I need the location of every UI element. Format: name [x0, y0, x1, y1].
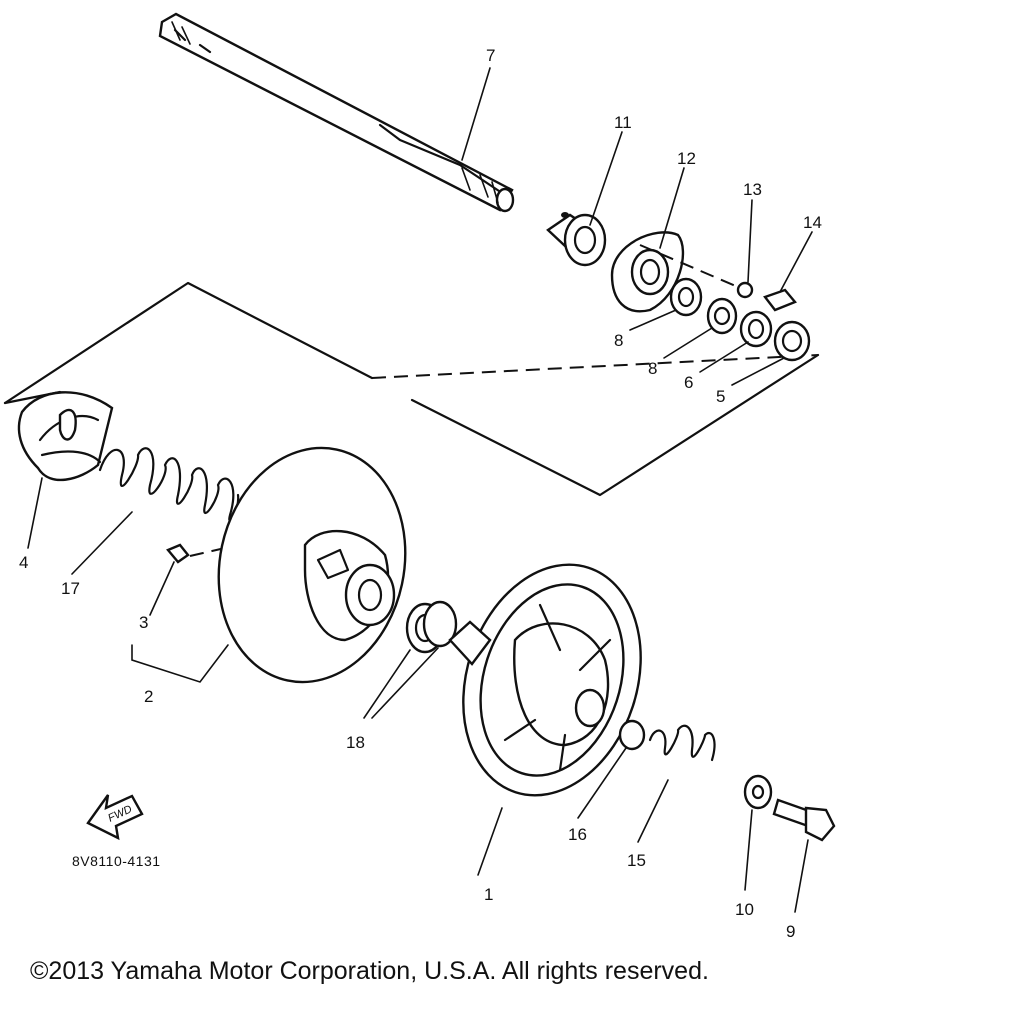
callout-8a: 8: [614, 331, 623, 350]
callout-15: 15: [627, 851, 646, 870]
plate-part-12: [610, 231, 746, 313]
bolt-part-13: [763, 288, 797, 312]
callout-6: 6: [684, 373, 693, 392]
callout-labels: 1 2 3 4 5 6 7 8 8 9 10 11 12 13 14 15 16…: [19, 46, 822, 941]
washer-part-5: [773, 320, 811, 362]
leader-lines: [27, 67, 813, 913]
nut-part-14: [736, 281, 754, 299]
callout-8b: 8: [648, 359, 657, 378]
spring-part-17: [98, 447, 240, 522]
callout-17: 17: [61, 579, 80, 598]
callout-18: 18: [346, 733, 365, 752]
spring-part-15: [648, 724, 716, 762]
callout-16: 16: [568, 825, 587, 844]
forward-arrow-icon: FWD: [86, 794, 144, 841]
callout-4: 4: [19, 553, 28, 572]
washer-part-10: [743, 774, 773, 810]
washer-part-8a: [669, 277, 703, 317]
callout-9: 9: [786, 922, 795, 941]
callout-10: 10: [735, 900, 754, 919]
collar-part-16: [618, 719, 646, 751]
callout-1: 1: [484, 885, 493, 904]
callout-2: 2: [144, 687, 153, 706]
shaft-part-7: [158, 12, 515, 213]
washer-part-8b: [706, 297, 738, 335]
cap-part-4: [17, 391, 114, 482]
callout-13: 13: [743, 180, 762, 199]
bolt-part-9: [772, 798, 836, 842]
washers-part-18: [405, 600, 458, 654]
callout-14: 14: [803, 213, 822, 232]
assembly-boundary: [3, 281, 820, 497]
callout-11: 11: [614, 113, 632, 132]
key-part-3: [166, 543, 226, 564]
callout-3: 3: [139, 613, 148, 632]
bearing-part-11: [546, 212, 607, 267]
callout-7: 7: [486, 46, 495, 65]
lock-washer-part-6: [739, 310, 773, 348]
copyright-notice: ©2013 Yamaha Motor Corporation, U.S.A. A…: [30, 957, 709, 985]
sheave-part-2: [217, 446, 407, 684]
callout-5: 5: [716, 387, 725, 406]
sheave-part-1: [448, 563, 642, 797]
part-code: 8V8110-4131: [72, 853, 161, 869]
callout-12: 12: [677, 149, 696, 168]
